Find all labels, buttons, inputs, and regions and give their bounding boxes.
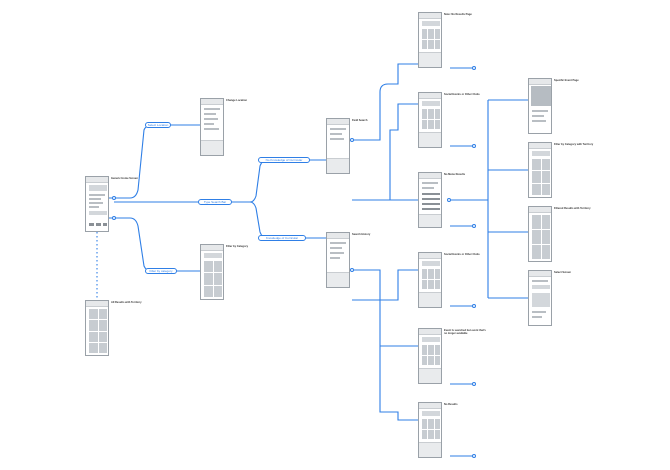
screen-title-social-events-2: Social Events or Other Clubs xyxy=(444,253,480,256)
screen-no-results-page xyxy=(418,12,442,68)
screen-title-filter-category: Filter by Category xyxy=(226,245,249,248)
screen-home xyxy=(85,176,109,232)
connector-endpoint-icon xyxy=(447,198,451,202)
screen-title-no-menu-results: No Menu Results xyxy=(444,173,466,176)
connector-endpoint-icon xyxy=(112,216,116,220)
connector-endpoint-icon xyxy=(472,382,476,386)
screen-all-results xyxy=(85,300,109,356)
connector-endpoint-icon xyxy=(112,196,116,200)
edge-label-knowledge: Knowledge of Curricular xyxy=(258,235,306,241)
screen-title-change-location: Change Location xyxy=(226,99,248,102)
screen-select xyxy=(528,270,552,326)
connector-endpoint-icon xyxy=(472,224,476,228)
edge-label-filter-category: Filter by category xyxy=(145,268,177,274)
connector-endpoint-icon xyxy=(472,304,476,308)
screen-no-results xyxy=(418,402,442,458)
screen-title-no-results-page: Note: No Results Page xyxy=(444,13,472,16)
screen-filter-category xyxy=(200,244,224,300)
screen-title-home: Generic Home Screen xyxy=(111,177,138,180)
screen-specific-event xyxy=(528,78,552,134)
screen-title-field-search: Field Search xyxy=(352,119,368,122)
screen-title-specific-event: Specific Event Page xyxy=(554,79,579,82)
screen-title-event-no-longer: Event Is searched but event that's no lo… xyxy=(444,329,486,335)
screen-filter-cat-territory xyxy=(528,142,552,198)
screen-filtered-results xyxy=(528,206,552,262)
edge-label-no-knowledge: No Knowledge of Curricular xyxy=(258,157,310,163)
screen-field-search xyxy=(326,118,350,174)
screen-search-history xyxy=(326,232,350,288)
connector-endpoint-icon xyxy=(472,454,476,458)
screen-change-location xyxy=(200,98,224,156)
screen-title-no-results: No Results xyxy=(444,403,458,406)
connector-endpoint-icon xyxy=(350,268,354,272)
screen-title-all-results: All Results with Territory xyxy=(111,301,142,304)
screen-no-menu-results xyxy=(418,172,442,228)
connector-endpoint-icon xyxy=(350,138,354,142)
edge-label-type-search: Type Search Bar xyxy=(198,199,232,205)
screen-social-events-2 xyxy=(418,252,442,308)
connector-endpoint-icon xyxy=(472,144,476,148)
connector-endpoint-icon xyxy=(472,66,476,70)
screen-title-select: Select Screen xyxy=(554,271,572,274)
screen-title-filtered-results: Filtered Results with Territory xyxy=(554,207,591,210)
screen-title-search-history: Search History xyxy=(352,233,371,236)
edge-label-select-location: Select Location xyxy=(145,122,171,128)
screen-title-social-events-1: Social Events or Other Clubs xyxy=(444,93,480,96)
screen-social-events-1 xyxy=(418,92,442,148)
screen-event-no-longer xyxy=(418,328,442,384)
screen-title-filter-cat-territory: Filter by Category with Territory xyxy=(554,143,594,146)
